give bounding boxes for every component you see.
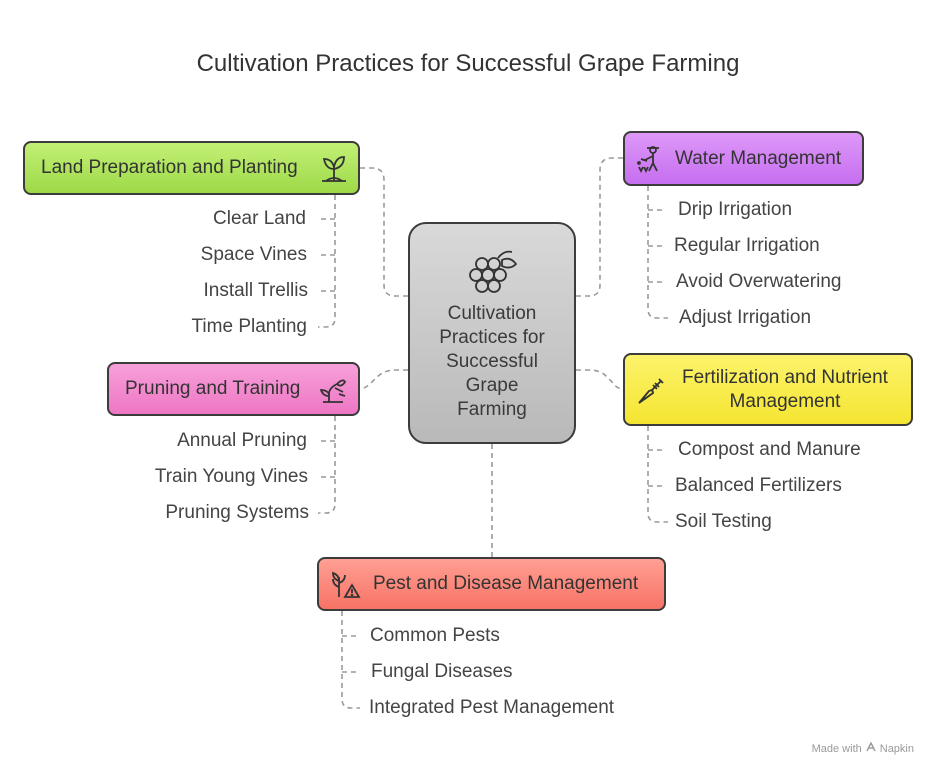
napkin-brand: Napkin (879, 742, 914, 755)
diagram-title: Cultivation Practices for Successful Gra… (196, 50, 740, 77)
made-with-napkin[interactable]: Made with Napkin (811, 741, 914, 755)
list-item: Pruning Systems (165, 502, 309, 523)
branch-land-preparation: Land Preparation and Planting (23, 141, 360, 195)
plant-warning-icon (329, 569, 361, 607)
list-item: Space Vines (200, 244, 307, 265)
center-label: Cultivation Practices for Successful Gra… (410, 302, 574, 422)
list-item: Annual Pruning (177, 430, 307, 451)
branch-label: Fertilization and Nutrient Management (665, 366, 905, 414)
connector-land (360, 167, 408, 297)
list-item: Clear Land (213, 208, 306, 229)
branch-label-line: Fertilization and Nutrient (682, 366, 888, 388)
farmer-watering-icon (635, 143, 667, 181)
carrot-syringe-icon (635, 375, 667, 413)
list-item: Integrated Pest Management (369, 697, 615, 718)
list-item: Fungal Diseases (371, 661, 513, 682)
list-item: Install Trellis (203, 280, 308, 301)
list-item: Soil Testing (675, 511, 772, 532)
napkin-logo-icon (866, 741, 876, 755)
list-item: Drip Irrigation (678, 199, 793, 220)
branch-pruning-training: Pruning and Training (107, 362, 360, 416)
center-line: Successful (446, 351, 538, 372)
list-item: Regular Irrigation (674, 235, 820, 256)
list-item: Compost and Manure (678, 439, 861, 460)
center-line: Practices for (439, 327, 545, 348)
branch-label: Pruning and Training (125, 378, 301, 399)
list-item: Adjust Irrigation (679, 307, 812, 328)
branch-water-management: Water Management (623, 131, 864, 186)
connector-water (576, 157, 623, 297)
grapes-icon (468, 246, 520, 304)
branch-label: Pest and Disease Management (373, 573, 639, 594)
branch-label: Land Preparation and Planting (41, 157, 298, 178)
list-item: Train Young Vines (154, 466, 308, 487)
center-line: Cultivation (447, 303, 537, 324)
sprout-icon (318, 153, 350, 191)
branch-label: Water Management (675, 147, 842, 169)
branch-fertilization-nutrient: Fertilization and Nutrient Management (623, 353, 913, 426)
list-item: Time Planting (191, 316, 307, 337)
center-line: Farming (457, 399, 527, 420)
made-with-label: Made with (811, 742, 862, 755)
list-item: Avoid Overwatering (676, 271, 842, 292)
list-item: Balanced Fertilizers (675, 475, 842, 496)
branch-pest-disease: Pest and Disease Management (317, 557, 666, 611)
branch-label-line: Management (729, 390, 841, 412)
connector-fert (576, 369, 624, 390)
connector-prune (359, 369, 408, 390)
center-line: Grape (465, 375, 519, 396)
plant-growth-icon (317, 374, 349, 412)
center-node: Cultivation Practices for Successful Gra… (408, 222, 576, 444)
list-item: Common Pests (370, 625, 500, 646)
